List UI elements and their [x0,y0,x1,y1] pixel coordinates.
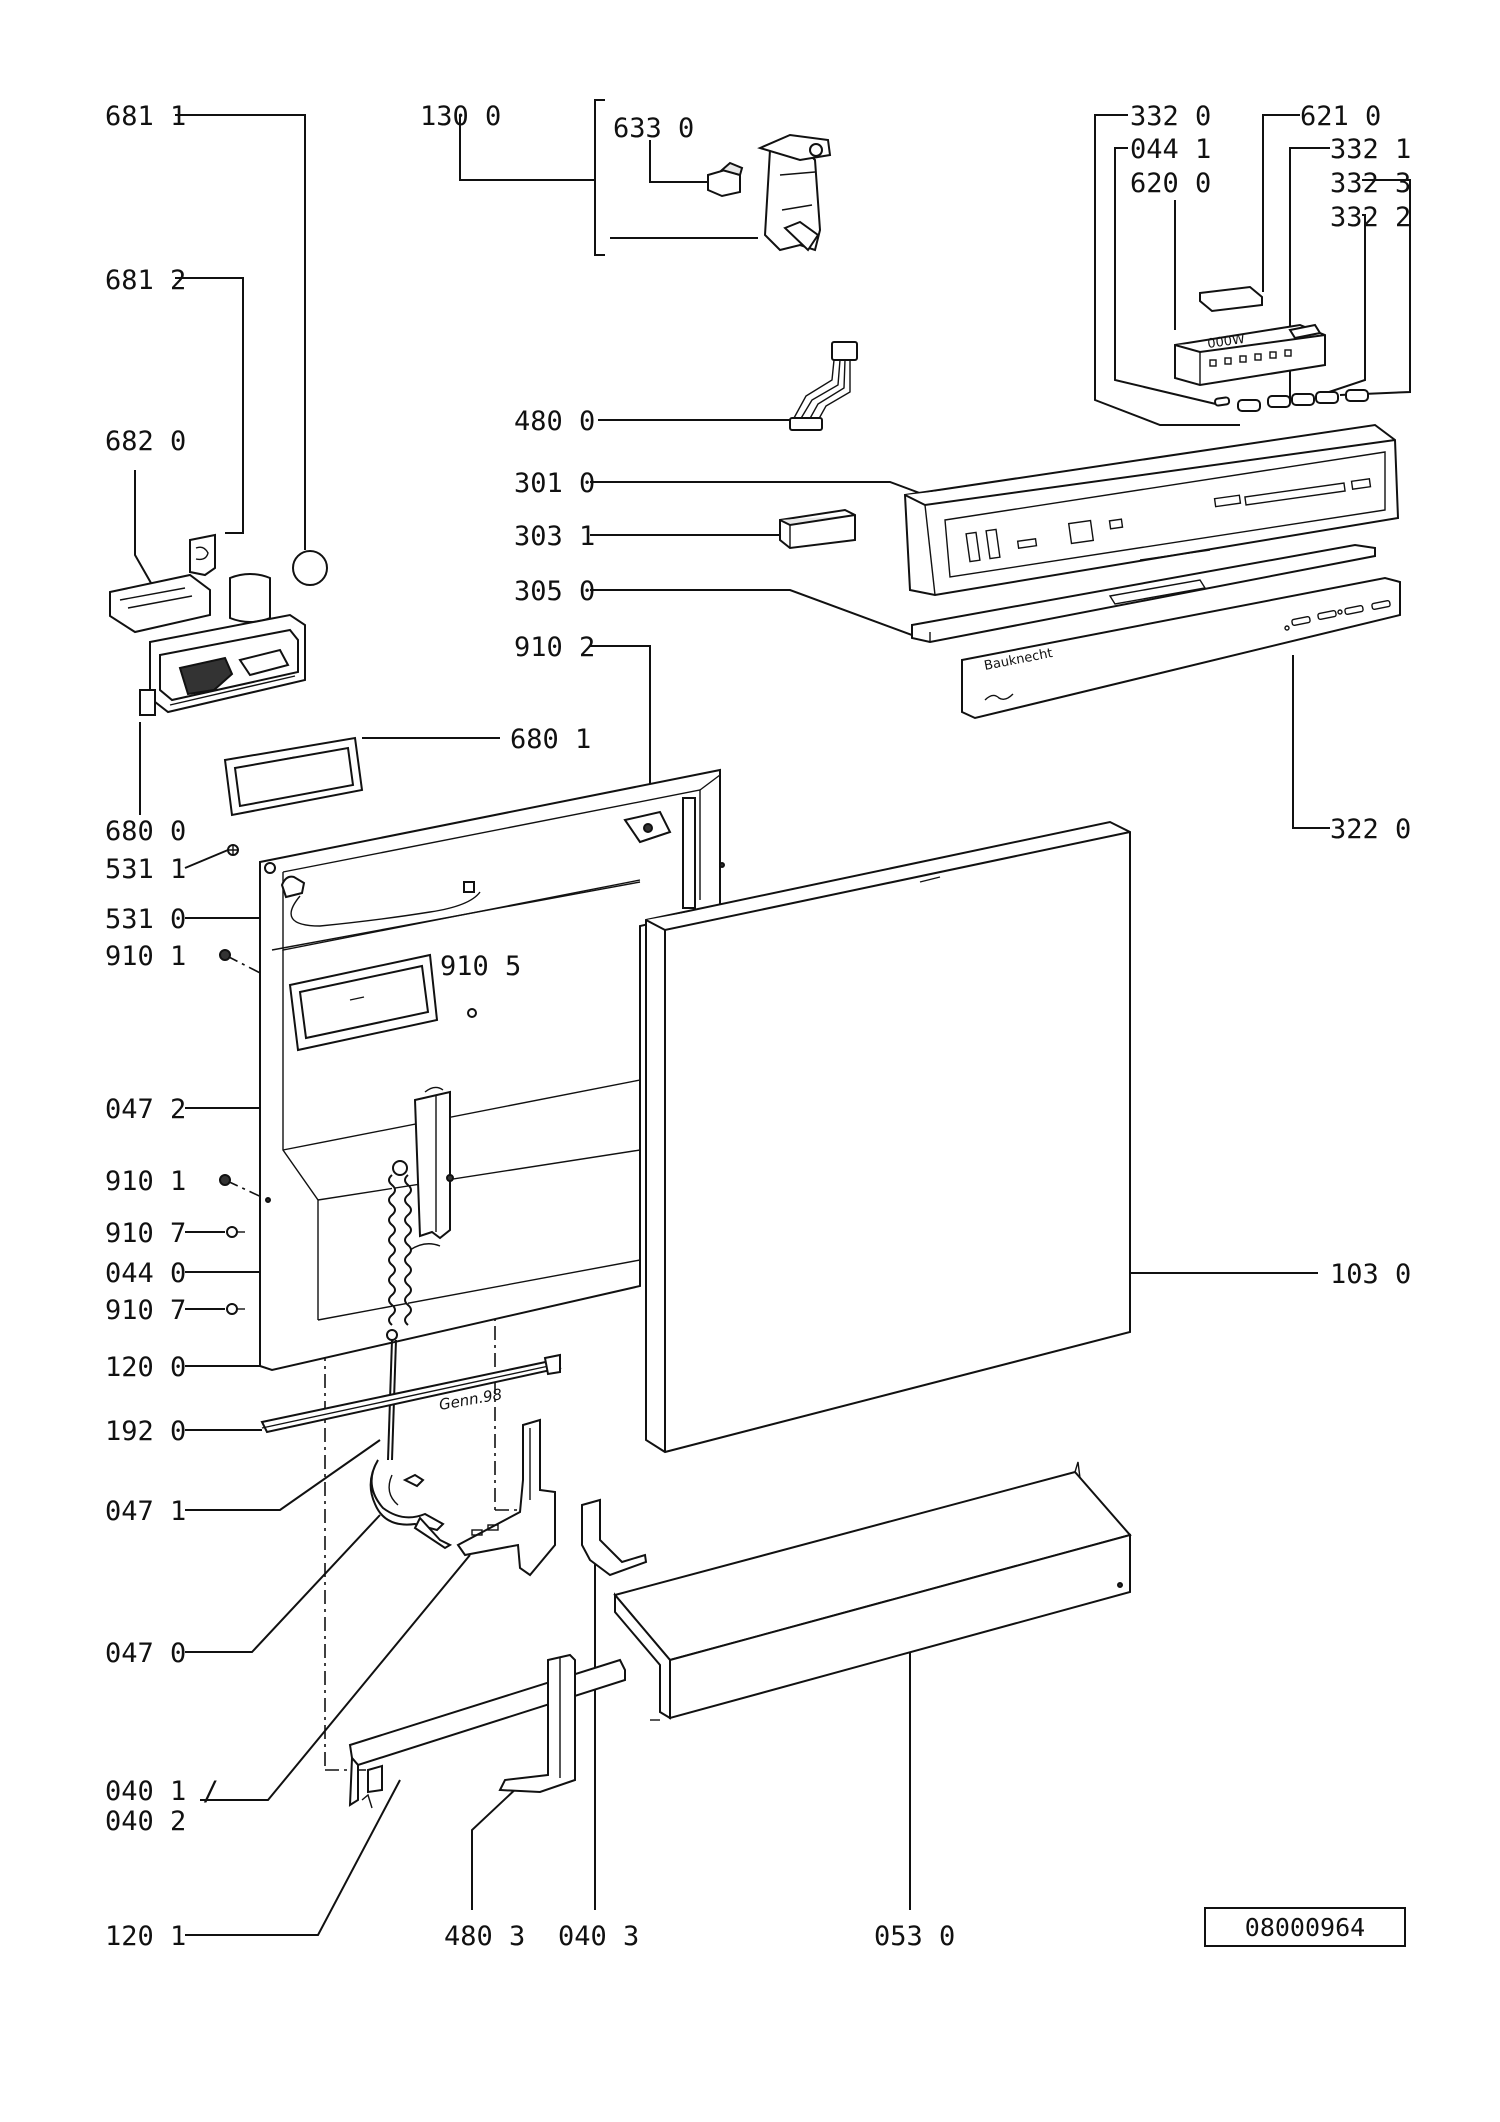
label-910-5: 910 5 [440,951,521,982]
dispenser-cap-part [292,550,328,586]
outer-door-panel-part [645,820,1131,1454]
l-bracket-part [498,1653,576,1794]
wire-harness-part [789,341,858,431]
label-047-1: 047 1 [105,1496,186,1527]
side-bracket-part [581,1498,648,1577]
label-910-1-upper: 910 1 [105,941,186,972]
label-910-1-lower: 910 1 [105,1166,186,1197]
control-module-part: 000W [1174,323,1326,387]
label-047-2: 047 2 [105,1094,186,1125]
label-305-0: 305 0 [514,576,595,607]
control-panel-part [903,423,1400,597]
label-047-0: 047 0 [105,1638,186,1669]
label-303-1: 303 1 [514,521,595,552]
label-620-0: 620 0 [1130,168,1211,199]
push-buttons-part [1214,389,1369,412]
label-332-2: 332 2 [1330,202,1411,233]
label-681-1: 681 1 [105,101,186,132]
hinge-bracket-part [456,1418,556,1577]
label-040-2: 040 2 [105,1806,186,1837]
label-044-1: 044 1 [1130,134,1211,165]
label-480-0: 480 0 [514,406,595,437]
button-cover-part [779,508,856,550]
label-044-0: 044 0 [105,1258,186,1289]
label-130-0: 130 0 [420,101,501,132]
kick-strip-part [348,1658,626,1809]
label-120-1: 120 1 [105,1921,186,1952]
inner-door-panel-part [259,768,725,1372]
label-120-0: 120 0 [105,1352,186,1383]
label-332-0: 332 0 [1130,101,1211,132]
label-192-0: 192 0 [105,1416,186,1447]
label-531-0: 531 0 [105,904,186,935]
label-681-2: 681 2 [105,265,186,296]
svg-text:000W: 000W [1206,332,1246,352]
drawing-code: 08000964 [1245,1913,1365,1942]
micro-switch-part [707,161,744,198]
plinth-panel-part [613,1461,1132,1721]
latch-assembly-part [757,133,832,252]
label-480-3: 480 3 [444,1921,525,1952]
label-040-3: 040 3 [558,1921,639,1952]
dispenser-clip-part [189,533,216,577]
label-040-1: 040 1 / [105,1776,219,1807]
label-910-2: 910 2 [514,632,595,663]
label-633-0: 633 0 [613,113,694,144]
door-hinge-part [369,1459,453,1550]
screws-part [219,844,477,1315]
label-621-0: 621 0 [1300,101,1381,132]
label-322-0: 322 0 [1330,814,1411,845]
label-682-0: 682 0 [105,426,186,457]
panel-trim-strip-part [911,543,1376,644]
detergent-dispenser-part [109,573,306,716]
label-680-1: 680 1 [510,724,591,755]
label-332-3: 332 3 [1330,168,1411,199]
dispenser-gasket-part [223,736,364,817]
label-332-1: 332 1 [1330,134,1411,165]
label-053-0: 053 0 [874,1921,955,1952]
display-board-part [1199,285,1263,313]
label-103-0: 103 0 [1330,1259,1411,1290]
fascia-panel-part: Bauknecht [961,576,1401,720]
drawing-code-box: 08000964 [1204,1907,1406,1947]
module-keys [1209,349,1292,367]
part-number-labels: 681 1 681 2 682 0 680 0 680 1 130 0 633 … [105,101,1411,1952]
label-531-1: 531 1 [105,854,186,885]
label-910-7-lower: 910 7 [105,1295,186,1326]
label-680-0: 680 0 [105,816,186,847]
door-rail-part [260,1353,562,1434]
label-910-7-upper: 910 7 [105,1218,186,1249]
door-spring-part [386,1160,412,1461]
label-301-0: 301 0 [514,468,595,499]
